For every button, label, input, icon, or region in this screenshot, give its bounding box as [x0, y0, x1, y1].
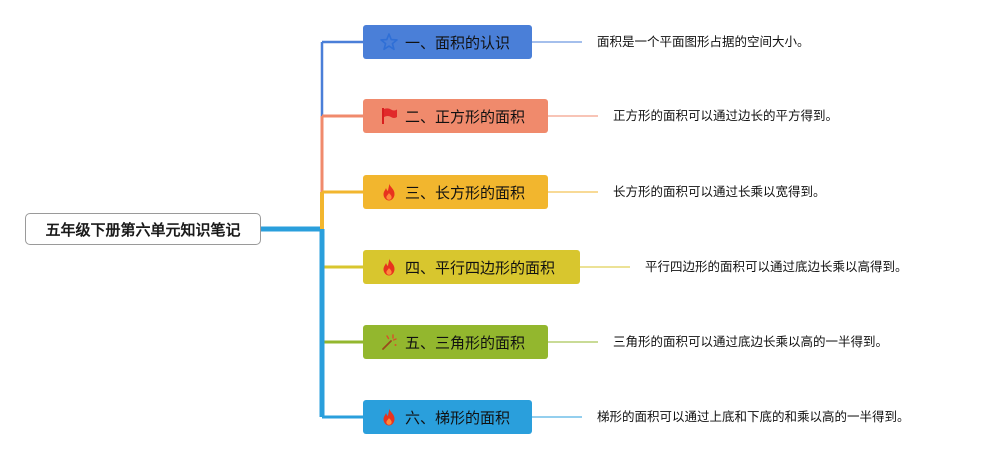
topic-label: 一、面积的认识 [405, 33, 511, 52]
root-node[interactable]: 五年级下册第六单元知识笔记 [25, 213, 261, 245]
topic-node-2[interactable]: 二、正方形的面积 [363, 99, 548, 133]
flame-icon [379, 182, 399, 202]
topic-label: 二、正方形的面积 [405, 107, 526, 126]
topic-node-1[interactable]: 一、面积的认识 [363, 25, 532, 59]
topic-note-5: 三角形的面积可以通过底边长乘以高的一半得到。 [613, 334, 889, 349]
root-label: 五年级下册第六单元知识笔记 [45, 220, 241, 239]
flame-icon [379, 257, 399, 277]
topic-node-5[interactable]: 五、三角形的面积 [363, 325, 548, 359]
topic-node-6[interactable]: 六、梯形的面积 [363, 400, 532, 434]
topic-label: 三、长方形的面积 [405, 183, 526, 202]
topic-note-2: 正方形的面积可以通过边长的平方得到。 [613, 108, 839, 123]
topic-note-6: 梯形的面积可以通过上底和下底的和乘以高的一半得到。 [597, 409, 910, 424]
sparkle-wand-icon [379, 332, 399, 352]
topic-node-4[interactable]: 四、平行四边形的面积 [363, 250, 580, 284]
topic-note-1: 面积是一个平面图形占据的空间大小。 [597, 34, 810, 49]
topic-label: 五、三角形的面积 [405, 333, 526, 352]
topic-note-4: 平行四边形的面积可以通过底边长乘以高得到。 [645, 259, 908, 274]
topic-note-3: 长方形的面积可以通过长乘以宽得到。 [613, 184, 826, 199]
topic-label: 四、平行四边形的面积 [405, 258, 556, 277]
flame-icon [379, 407, 399, 427]
star-icon [379, 32, 399, 52]
topic-label: 六、梯形的面积 [405, 408, 511, 427]
red-flag-icon [379, 106, 399, 126]
topic-node-3[interactable]: 三、长方形的面积 [363, 175, 548, 209]
